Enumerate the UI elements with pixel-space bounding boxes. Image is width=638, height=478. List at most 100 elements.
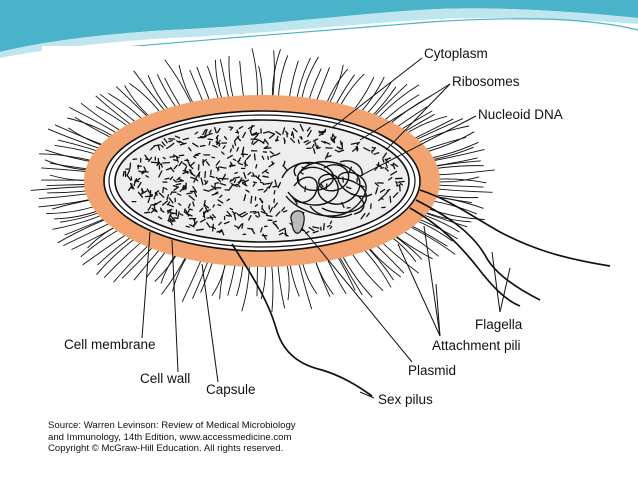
ribosome xyxy=(177,180,184,183)
ribosome xyxy=(130,186,135,190)
ribosome xyxy=(126,169,131,176)
ribosome xyxy=(325,155,332,158)
ribosome xyxy=(233,183,238,187)
ribosome xyxy=(332,137,336,143)
leader-cell-wall xyxy=(171,239,179,373)
label-cell-wall: Cell wall xyxy=(140,371,190,386)
ribosome xyxy=(259,181,265,184)
ribosome xyxy=(203,203,210,209)
ribosome xyxy=(208,129,212,134)
ribosome xyxy=(210,226,216,230)
ribosome xyxy=(299,124,304,132)
ribosome xyxy=(268,133,276,139)
ribosome xyxy=(263,145,269,149)
plasmid-shape xyxy=(290,210,305,234)
ribosome xyxy=(254,204,259,207)
ribosome xyxy=(204,170,207,179)
ribosome xyxy=(233,135,240,142)
ribosome xyxy=(219,166,227,169)
ribosome xyxy=(242,131,247,139)
ribosome xyxy=(397,180,405,183)
ribosome xyxy=(133,179,136,187)
ribosome xyxy=(172,179,177,183)
ribosome xyxy=(192,223,197,226)
ribosome xyxy=(172,159,178,162)
ribosome xyxy=(239,211,247,216)
ribosome xyxy=(233,176,241,179)
ribosome xyxy=(268,181,273,189)
ribosome xyxy=(252,183,256,187)
ribosome xyxy=(252,139,259,146)
ribosome xyxy=(140,190,148,195)
ribosome xyxy=(194,131,199,135)
label-ribosomes: Ribosomes xyxy=(452,74,520,89)
ribosome xyxy=(222,145,226,150)
ribosome xyxy=(345,186,352,190)
ribosome xyxy=(176,176,181,181)
ribosome xyxy=(182,162,187,166)
ribosome xyxy=(371,146,376,149)
ribosome xyxy=(241,179,250,184)
label-capsule: Capsule xyxy=(206,382,256,397)
ribosome xyxy=(275,152,281,156)
ribosome xyxy=(265,171,270,174)
ribosome xyxy=(217,199,224,204)
flagellum-3 xyxy=(409,207,521,307)
ribosome xyxy=(321,140,327,144)
ribosome xyxy=(223,221,230,225)
ribosome xyxy=(171,142,175,146)
ribosome xyxy=(390,170,398,176)
ribosome xyxy=(215,141,221,145)
ribosome xyxy=(153,192,157,200)
ribosome xyxy=(216,127,221,134)
ribosome xyxy=(192,186,198,193)
ribosome xyxy=(161,200,169,206)
leader-nucleoid xyxy=(359,115,477,177)
ribosome xyxy=(203,189,210,192)
ribosome xyxy=(360,212,366,220)
label-flagella: Flagella xyxy=(475,317,523,332)
ribosome xyxy=(372,147,377,152)
ribosome xyxy=(263,188,268,193)
ribosome xyxy=(245,189,250,193)
leader-pili-1 xyxy=(397,243,441,337)
ribosome xyxy=(167,201,171,206)
ribosome xyxy=(137,191,144,198)
ribosome xyxy=(373,152,380,155)
ribosome xyxy=(155,200,162,205)
ribosome xyxy=(334,149,340,153)
ribosome xyxy=(261,155,265,160)
ribosome xyxy=(150,161,159,164)
ribosome xyxy=(214,127,217,134)
ribosome xyxy=(164,177,170,180)
ribosome xyxy=(212,204,215,208)
ribosome xyxy=(162,187,165,194)
ribosome xyxy=(218,230,223,234)
ribosome xyxy=(190,176,196,180)
ribosome xyxy=(234,171,238,175)
ribosome xyxy=(170,216,176,222)
ribosome xyxy=(245,154,252,160)
ribosome xyxy=(157,216,163,220)
label-cytoplasm: Cytoplasm xyxy=(424,46,488,61)
ribosome xyxy=(229,148,232,153)
ribosome xyxy=(179,186,185,193)
ribosome xyxy=(169,219,173,226)
ribosome xyxy=(275,130,282,136)
ribosome xyxy=(251,140,254,145)
ribosome xyxy=(188,147,192,152)
ribosome xyxy=(252,172,255,177)
ribosome xyxy=(247,227,254,230)
ribosome xyxy=(312,230,319,234)
ribosome xyxy=(218,221,222,226)
ribosome xyxy=(173,187,179,191)
leader-capsule xyxy=(201,263,219,383)
ribosome xyxy=(135,178,138,183)
ribosome xyxy=(154,190,160,194)
leader-ribosomes-2 xyxy=(385,83,451,151)
ribosome xyxy=(195,152,201,156)
ribosome xyxy=(273,202,279,209)
ribosome xyxy=(262,182,271,186)
ribosome xyxy=(144,211,151,214)
ribosome xyxy=(215,160,221,166)
